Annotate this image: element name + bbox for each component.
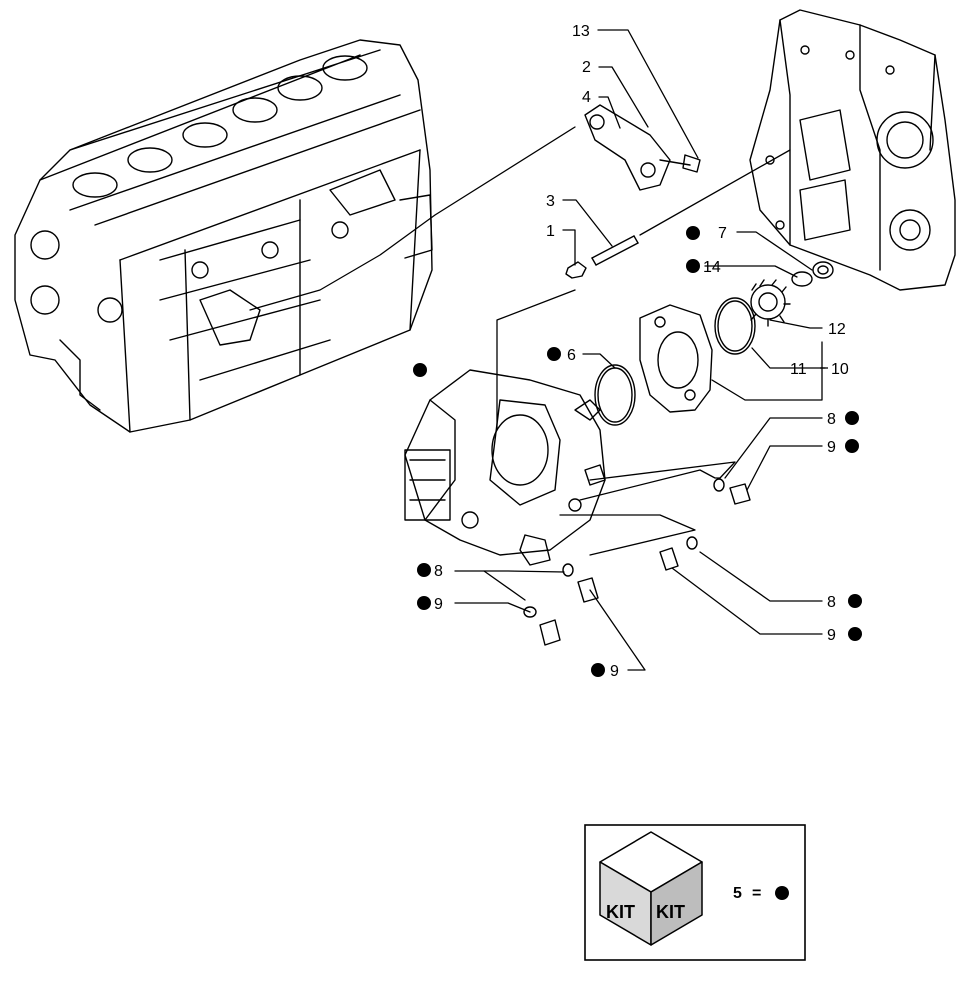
callout-6: 6: [567, 347, 576, 364]
callout-12: 12: [828, 321, 846, 338]
kit-marker-dot: [413, 363, 427, 377]
kit-legend-number: 5: [733, 885, 742, 902]
callout-9-right: 9: [827, 439, 836, 456]
callout-8-left: 8: [434, 563, 443, 580]
callouts: 13 2 4 3 1 7 14 12 10 11 6 8 9 8 9 9 8 9: [413, 23, 862, 680]
callout-11: 11: [790, 361, 807, 378]
callout-7: 7: [718, 225, 727, 242]
leader-lines: [249, 29, 826, 671]
bracket-illustration: [584, 104, 701, 191]
kit-marker-dot: [417, 563, 431, 577]
callout-9-bottom: 9: [610, 663, 619, 680]
stud-and-nut-illustration: [565, 235, 639, 279]
kit-legend-equals: =: [752, 885, 761, 902]
kit-label-left: KIT: [606, 902, 635, 922]
engine-block-illustration: [14, 39, 433, 433]
gasket-and-seals-illustration: [594, 261, 834, 426]
kit-marker-dot: [775, 886, 789, 900]
kit-marker-dot: [547, 347, 561, 361]
kit-box-icon: [599, 831, 703, 946]
kit-marker-dot: [686, 226, 700, 240]
callout-14: 14: [703, 259, 721, 276]
kit-marker-dot: [848, 594, 862, 608]
kit-marker-dot: [417, 596, 431, 610]
kit-marker-dot: [686, 259, 700, 273]
kit-label-right: KIT: [656, 902, 685, 922]
timing-cover-illustration: [749, 9, 956, 291]
injection-pump-illustration: [404, 369, 606, 566]
fittings-illustration: [523, 478, 751, 646]
callout-2: 2: [582, 59, 591, 76]
callout-4: 4: [582, 89, 591, 106]
callout-9-left: 9: [434, 596, 443, 613]
kit-marker-dot: [845, 439, 859, 453]
callout-8-right: 8: [827, 411, 836, 428]
callout-3: 3: [546, 193, 555, 210]
callout-13: 13: [572, 23, 590, 40]
callout-9-right-lower: 9: [827, 627, 836, 644]
kit-legend: KIT KIT 5 =: [584, 824, 806, 961]
kit-marker-dot: [845, 411, 859, 425]
callout-8-right-lower: 8: [827, 594, 836, 611]
callout-10: 10: [831, 361, 849, 378]
callout-1: 1: [546, 223, 555, 240]
kit-marker-dot: [591, 663, 605, 677]
kit-marker-dot: [848, 627, 862, 641]
